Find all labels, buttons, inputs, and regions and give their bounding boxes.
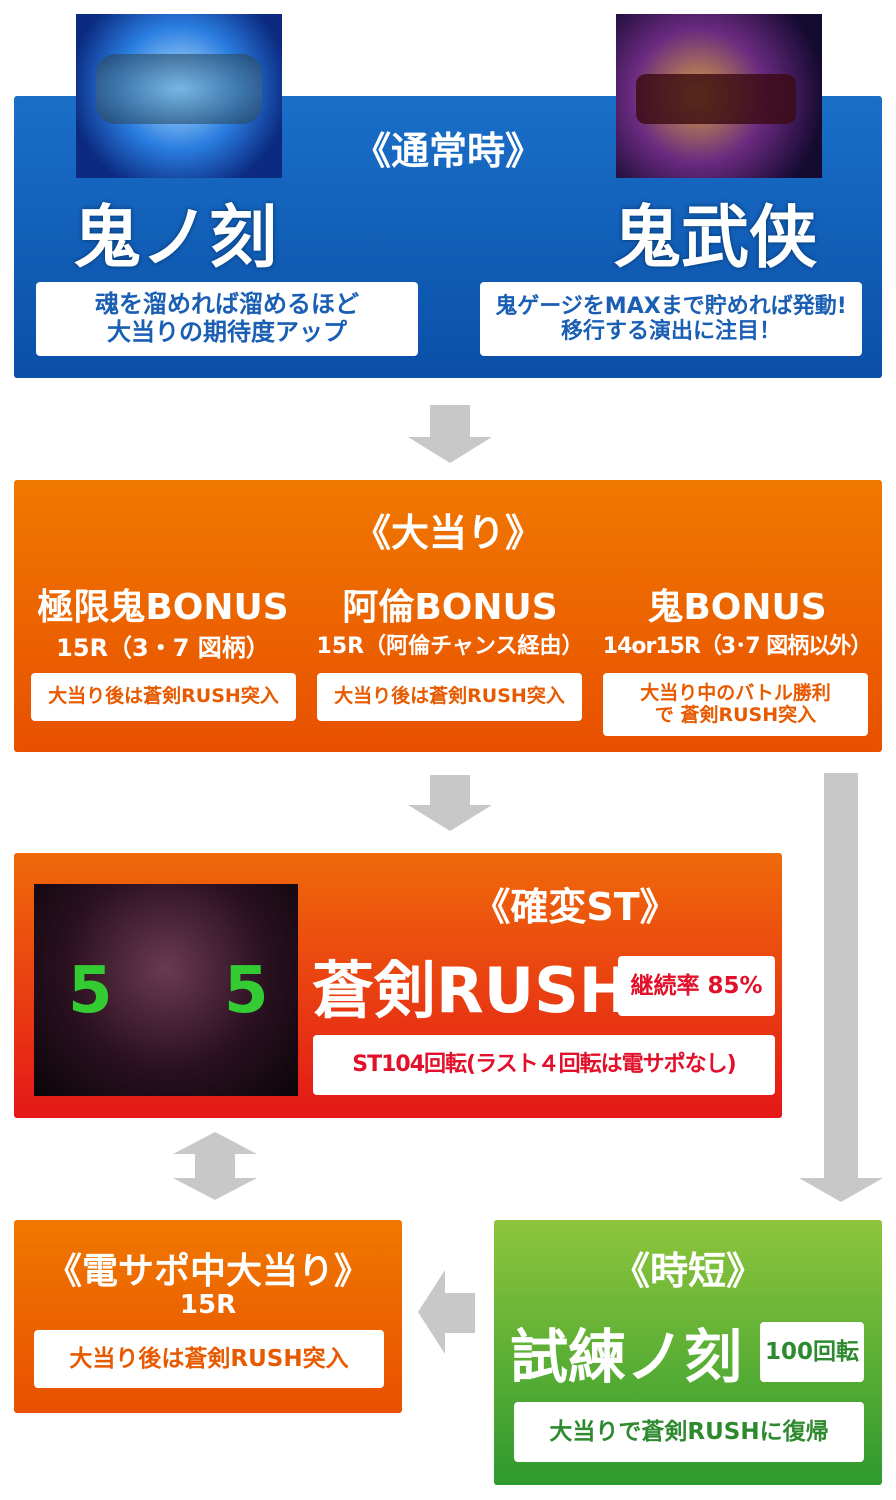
jitan-spins: 100回転 [760, 1322, 864, 1382]
arrow-down-icon [430, 405, 470, 437]
double-arrow-icon [195, 1150, 235, 1180]
bonus-name: 極限鬼BONUS [37, 587, 289, 628]
densapo-note: 大当り後は蒼剣RUSH突入 [34, 1330, 384, 1388]
oni-bukyo-title: 鬼武侠 [612, 199, 817, 278]
bonus-note: 大当り後は蒼剣RUSH突入 [317, 673, 582, 721]
arrow-up-head [173, 1132, 257, 1154]
jitan-note: 大当りで蒼剣RUSHに復帰 [514, 1402, 864, 1462]
arrow-down-head [173, 1178, 257, 1200]
bonus-name: 鬼BONUS [647, 587, 827, 628]
onino-toki-image [76, 14, 282, 178]
densapo-title: 《電サポ中大当り》 [45, 1251, 370, 1292]
arrow-down-head [408, 805, 492, 831]
bonus-rounds: 15R（阿倫チャンス経由） [316, 634, 584, 659]
bonus-note: 大当り中のバトル勝利で 蒼剣RUSH突入 [603, 673, 868, 736]
jitan-title: 《時短》 [611, 1249, 764, 1293]
st-description: ST104回転(ラスト４回転は電サポなし) [313, 1035, 775, 1095]
bonus-rounds: 14or15R（3･7 図柄以外） [602, 634, 872, 659]
long-arrow-down-head [799, 1178, 883, 1202]
oni-bukyo-image [616, 14, 822, 178]
st-title: 《確変ST》 [472, 885, 678, 929]
shiren-no-toki-title: 試練ノ刻 [510, 1323, 743, 1391]
arrow-down-icon [430, 775, 470, 805]
arrow-left-icon [445, 1293, 475, 1333]
normal-mode-title: 《通常時》 [352, 129, 543, 173]
arrow-down-head [408, 437, 492, 463]
jackpot-title: 《大当り》 [352, 511, 543, 555]
bonus-rounds: 15R（3・7 図柄） [56, 634, 270, 662]
densapo-rounds: 15R [179, 1290, 237, 1320]
sokenrush-image: 5 5 [34, 884, 298, 1096]
arrow-left-head [418, 1270, 445, 1354]
long-arrow-down-icon [824, 773, 858, 1178]
onino-toki-desc: 魂を溜めれば溜めるほど大当りの期待度アップ [36, 282, 418, 356]
onino-toki-title: 鬼ノ刻 [72, 199, 277, 278]
sokenrush-title: 蒼剣RUSH [312, 954, 631, 1027]
bonus-name: 阿倫BONUS [342, 587, 558, 628]
continuation-rate: 継続率 85% [618, 956, 775, 1016]
oni-bukyo-desc: 鬼ゲージをMAXまで貯めれば発動!移行する演出に注目！ [480, 282, 862, 356]
bonus-note: 大当り後は蒼剣RUSH突入 [31, 673, 296, 721]
